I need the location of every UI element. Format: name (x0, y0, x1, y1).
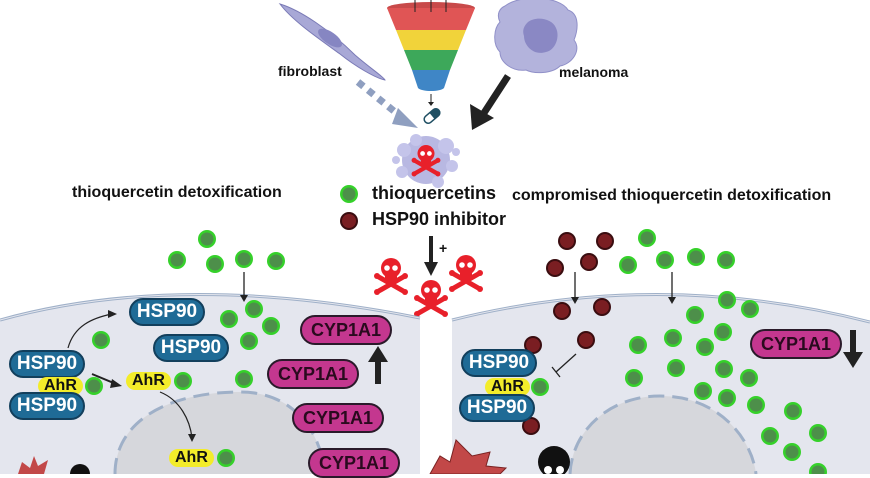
ahr-protein: AhR (38, 377, 83, 395)
hsp90-protein: HSP90 (129, 298, 205, 326)
dying-cell-icon (392, 134, 460, 188)
cyp1a1-protein: CYP1A1 (300, 315, 392, 345)
fibroblast-label: fibroblast (278, 63, 342, 79)
skull-icon (414, 280, 448, 317)
plus-label: + (439, 240, 448, 256)
cyp1a1-protein: CYP1A1 (750, 329, 842, 359)
skull-icon (449, 255, 483, 292)
cyp1a1-down-arrow (843, 330, 863, 368)
legend-thioquercetins-label: thioquercetins (372, 183, 497, 203)
legend-hsp90-inhibitor-label: HSP90 inhibitor (372, 209, 507, 229)
hsp90-protein: HSP90 (9, 350, 85, 378)
translocation-arrow (159, 391, 193, 439)
hsp90-protein: HSP90 (461, 349, 537, 377)
melanoma-arrow (470, 74, 511, 130)
fibroblast-cell-icon (278, 3, 386, 81)
black-skull-icon (70, 464, 90, 474)
inhibition-arrow (555, 353, 577, 373)
ahr-protein: AhR (485, 378, 530, 396)
dissociation-arrow (67, 313, 113, 349)
hsp90-protein: HSP90 (153, 334, 229, 362)
hsp90-protein: HSP90 (9, 392, 85, 420)
combination-arrow (424, 236, 438, 276)
left-panel-title: thioquercetin detoxification (72, 184, 282, 201)
black-skull-icon (538, 446, 570, 474)
melanoma-cell-icon (494, 0, 578, 74)
hsp90-protein: HSP90 (459, 394, 535, 422)
screening-funnel-icon (387, 0, 475, 106)
skull-icon (374, 258, 408, 295)
drug-capsule-icon (423, 108, 441, 124)
nucleus-membrane (568, 394, 758, 474)
right-panel-title: compromised thioquercetin detoxification (512, 187, 832, 204)
cyp1a1-protein: CYP1A1 (267, 359, 359, 389)
legend-thioquercetin-icon (340, 185, 358, 203)
ahr-protein: AhR (126, 372, 171, 390)
ros-burst-icon (18, 456, 48, 474)
cyp1a1-protein: CYP1A1 (292, 403, 384, 433)
legend-inhibitor-icon (340, 212, 358, 230)
ahr-protein: AhR (169, 449, 214, 467)
cyp1a1-up-arrow (368, 346, 388, 384)
melanoma-label: melanoma (559, 64, 629, 80)
fibroblast-dashed-arrow (355, 79, 418, 128)
ros-burst-icon (429, 439, 508, 474)
